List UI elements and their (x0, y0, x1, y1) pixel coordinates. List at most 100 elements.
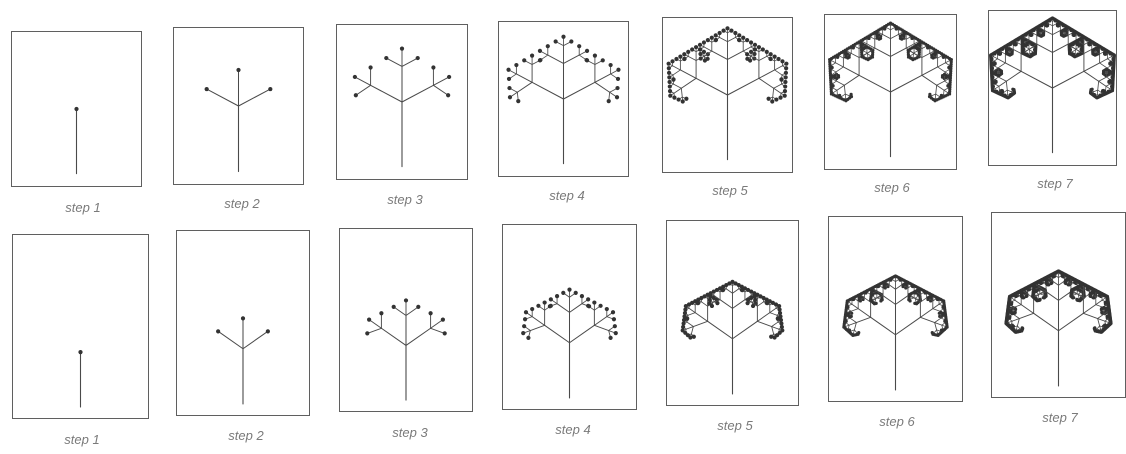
branch-tip-node (400, 47, 404, 51)
branch-segment (708, 321, 733, 338)
branch-segment (941, 318, 945, 319)
fractal-tree-drawing (12, 32, 141, 186)
branch-tip-node (507, 86, 511, 90)
branch-tip-node (216, 329, 220, 333)
branch-tip-node (667, 71, 671, 75)
branch-segment (1107, 77, 1111, 79)
branch-segment (850, 318, 856, 322)
branch-segment (695, 313, 707, 322)
branch-segment (674, 88, 681, 93)
branch-segment (998, 59, 1006, 63)
branch-segment (733, 289, 739, 293)
branch-tip-node (676, 97, 680, 101)
branch-tip-node (879, 299, 882, 302)
branch-segment (772, 322, 778, 326)
branch-tip-node (612, 317, 616, 321)
branch-segment (995, 84, 999, 86)
branch-segment (848, 309, 851, 311)
branch-tip-node (522, 58, 526, 62)
branch-tip-node (507, 77, 511, 81)
branch-segment (1100, 63, 1107, 68)
branch-segment (939, 302, 942, 304)
branch-tip-node (667, 80, 671, 84)
branch-segment (431, 320, 443, 329)
branch-tip-node (753, 47, 757, 51)
branch-segment (1084, 71, 1099, 81)
branch-segment (847, 318, 851, 319)
branch-segment (774, 84, 782, 88)
branch-tip-node (567, 288, 571, 292)
branch-tip-node (745, 57, 749, 61)
tree-branches (842, 274, 948, 390)
branch-segment (1013, 49, 1021, 53)
branch-tip-node (765, 50, 769, 54)
branch-segment (1107, 57, 1111, 59)
branch-segment (833, 88, 837, 90)
branch-tip-node (354, 93, 358, 97)
branch-tip-node (668, 89, 672, 93)
branch-segment (871, 317, 896, 334)
branch-segment (693, 321, 707, 326)
branch-segment (772, 327, 779, 330)
branch-segment (936, 94, 940, 96)
branch-tip-node (667, 75, 671, 79)
branch-segment (938, 67, 945, 72)
branch-tip-node (931, 331, 934, 334)
branch-segment (938, 63, 946, 67)
branch-tip-node (236, 68, 240, 72)
branch-segment (772, 327, 774, 334)
branch-segment (852, 304, 858, 308)
tree-branches (205, 68, 273, 172)
branch-tip-node (605, 307, 609, 311)
branch-segment (889, 285, 895, 289)
branch-tip-node (913, 302, 916, 305)
branch-segment (728, 78, 759, 95)
branch-tip-node (749, 50, 753, 54)
branch-segment (833, 81, 837, 83)
branch-tip-node (749, 40, 753, 44)
branch-segment (696, 78, 727, 95)
branch-segment (940, 309, 943, 311)
branch-segment (1099, 77, 1107, 81)
branch-segment (994, 59, 998, 61)
branch-segment (402, 58, 418, 66)
branch-segment (1084, 49, 1092, 53)
branch-segment (855, 47, 859, 49)
branch-tip-node (443, 331, 447, 335)
branch-segment (995, 86, 999, 88)
branch-tip-node (526, 336, 530, 340)
branch-segment (688, 56, 696, 60)
branch-segment (406, 307, 418, 316)
branch-segment (355, 77, 371, 85)
branch-segment (944, 88, 948, 90)
branch-segment (998, 77, 1006, 81)
branch-segment (896, 317, 921, 334)
caption-row1-step6: step 6 (874, 180, 909, 195)
branch-segment (720, 300, 732, 309)
tree-branches (828, 21, 953, 156)
branch-segment (1107, 59, 1111, 61)
fractal-tree-drawing (499, 22, 628, 176)
branch-tip-node (694, 45, 698, 49)
branch-segment (849, 302, 852, 304)
branch-segment (937, 85, 944, 90)
branch-tip-node (668, 94, 672, 98)
branch-segment (883, 34, 891, 38)
branch-segment (1107, 66, 1111, 68)
branch-tip-node (784, 75, 788, 79)
branch-segment (837, 85, 844, 90)
branch-tip-node (586, 304, 590, 308)
tree-branches (78, 350, 82, 407)
branch-segment (1106, 86, 1110, 88)
branch-tip-node (205, 87, 209, 91)
branch-segment (673, 70, 680, 75)
caption-row1-step1: step 1 (65, 200, 100, 215)
branch-segment (1005, 63, 1021, 71)
branch-segment (844, 85, 845, 94)
branch-tip-node (521, 331, 525, 335)
branch-segment (530, 325, 544, 330)
panel-row2-step3 (339, 228, 473, 412)
branch-tip-node (714, 33, 718, 37)
branch-segment (594, 325, 608, 330)
branch-tip-node (447, 75, 451, 79)
